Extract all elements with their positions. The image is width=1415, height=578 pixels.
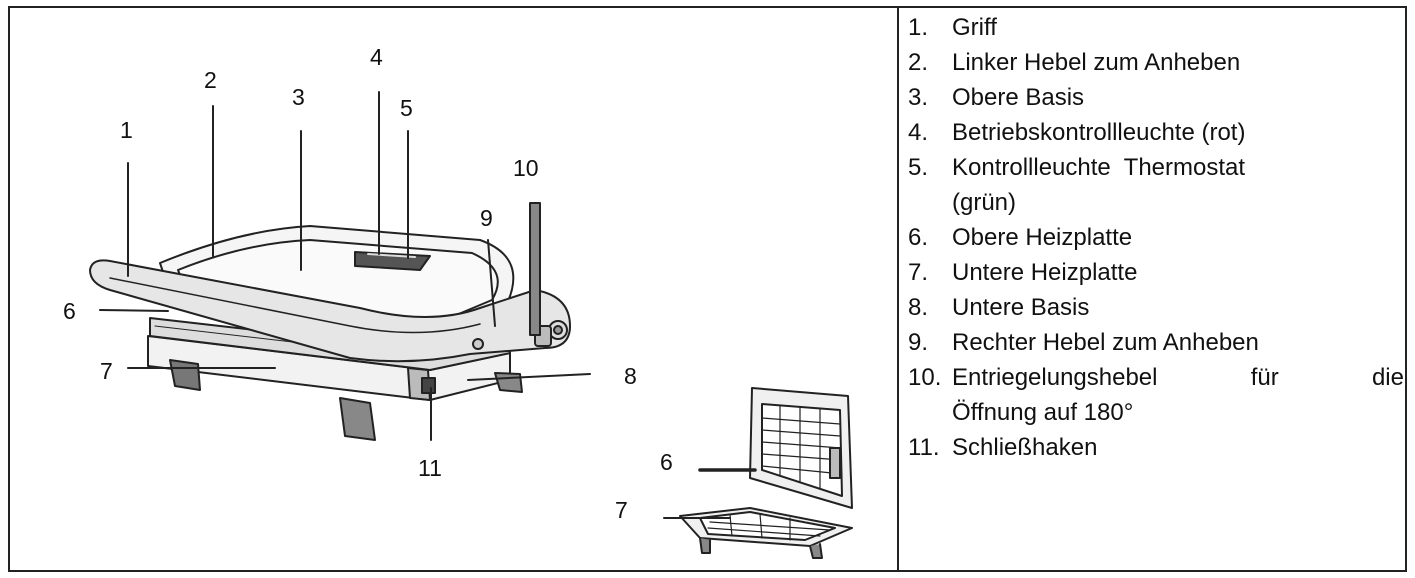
outer-frame	[8, 6, 1407, 572]
callout-9: 9	[480, 205, 493, 231]
legend-item-entriegelungshebel: 10. Entriegelungshebel für die Öffnung a…	[906, 360, 1404, 430]
legend-item-kontrollleuchte-thermostat: 5.Kontrollleuchte Thermostat(grün)	[908, 154, 1246, 216]
callout-6: 6	[63, 298, 76, 324]
legend-item-untere-basis: 8.Untere Basis	[908, 294, 1090, 321]
inset-open-grill	[663, 387, 853, 559]
legend-item-untere-heizplatte: 7.Untere Heizplatte	[908, 259, 1138, 286]
legend-item-rechter-hebel: 9.Rechter Hebel zum Anheben	[908, 329, 1259, 356]
callout-2: 2	[204, 67, 217, 93]
legend-item-griff: 1.Griff	[908, 14, 997, 41]
grill-diagram: 1 2 3 4 5 6 7 8 9 10 11 6 7	[63, 44, 853, 559]
callout-5: 5	[400, 95, 413, 121]
callout-1: 1	[120, 117, 133, 143]
parts-legend: 1.Griff 2.Linker Hebel zum Anheben 3.Obe…	[906, 10, 1404, 465]
legend-item-obere-heizplatte: 6.Obere Heizplatte	[908, 224, 1133, 251]
callout-4: 4	[370, 44, 383, 70]
callout-8: 8	[624, 363, 637, 389]
callout-11: 11	[418, 455, 442, 481]
legend-item-schliesshaken: 11.Schließhaken	[908, 434, 1098, 461]
inset-callout-7: 7	[615, 497, 628, 523]
callout-3: 3	[292, 84, 305, 110]
legend-item-betriebskontrollleuchte: 4.Betriebskontrollleuchte (rot)	[908, 119, 1246, 146]
callout-7: 7	[100, 358, 113, 384]
column-divider	[897, 6, 899, 572]
leader-lines	[99, 91, 591, 441]
legend-item-obere-basis: 3.Obere Basis	[908, 84, 1085, 111]
legend-item-linker-hebel: 2.Linker Hebel zum Anheben	[908, 49, 1241, 76]
legend-item-10-first-line: Entriegelungshebel für die	[952, 364, 1404, 391]
inset-callout-6: 6	[660, 449, 673, 475]
callout-10: 10	[513, 155, 539, 181]
